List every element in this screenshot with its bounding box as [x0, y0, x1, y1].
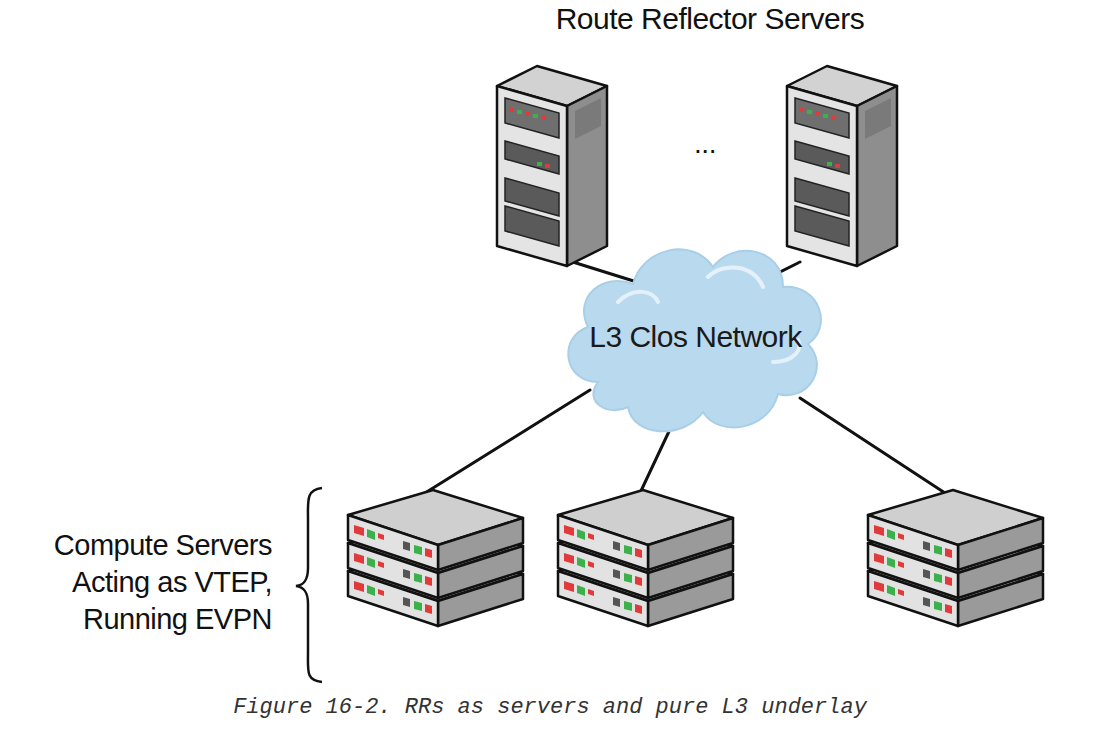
node-text-wrap: L3 Clos Network — [589, 320, 802, 354]
side-label: Compute Servers Acting as VTEP, Running … — [20, 527, 272, 638]
figure-caption: Figure 16-2. RRs as servers and pure L3 … — [0, 695, 1100, 720]
ellipsis: ... — [655, 128, 755, 160]
group-title: Route Reflector Servers — [460, 2, 960, 36]
cloud-label: L3 Clos Network — [589, 320, 802, 354]
cloud-node: L3 Clos Network — [558, 232, 833, 442]
